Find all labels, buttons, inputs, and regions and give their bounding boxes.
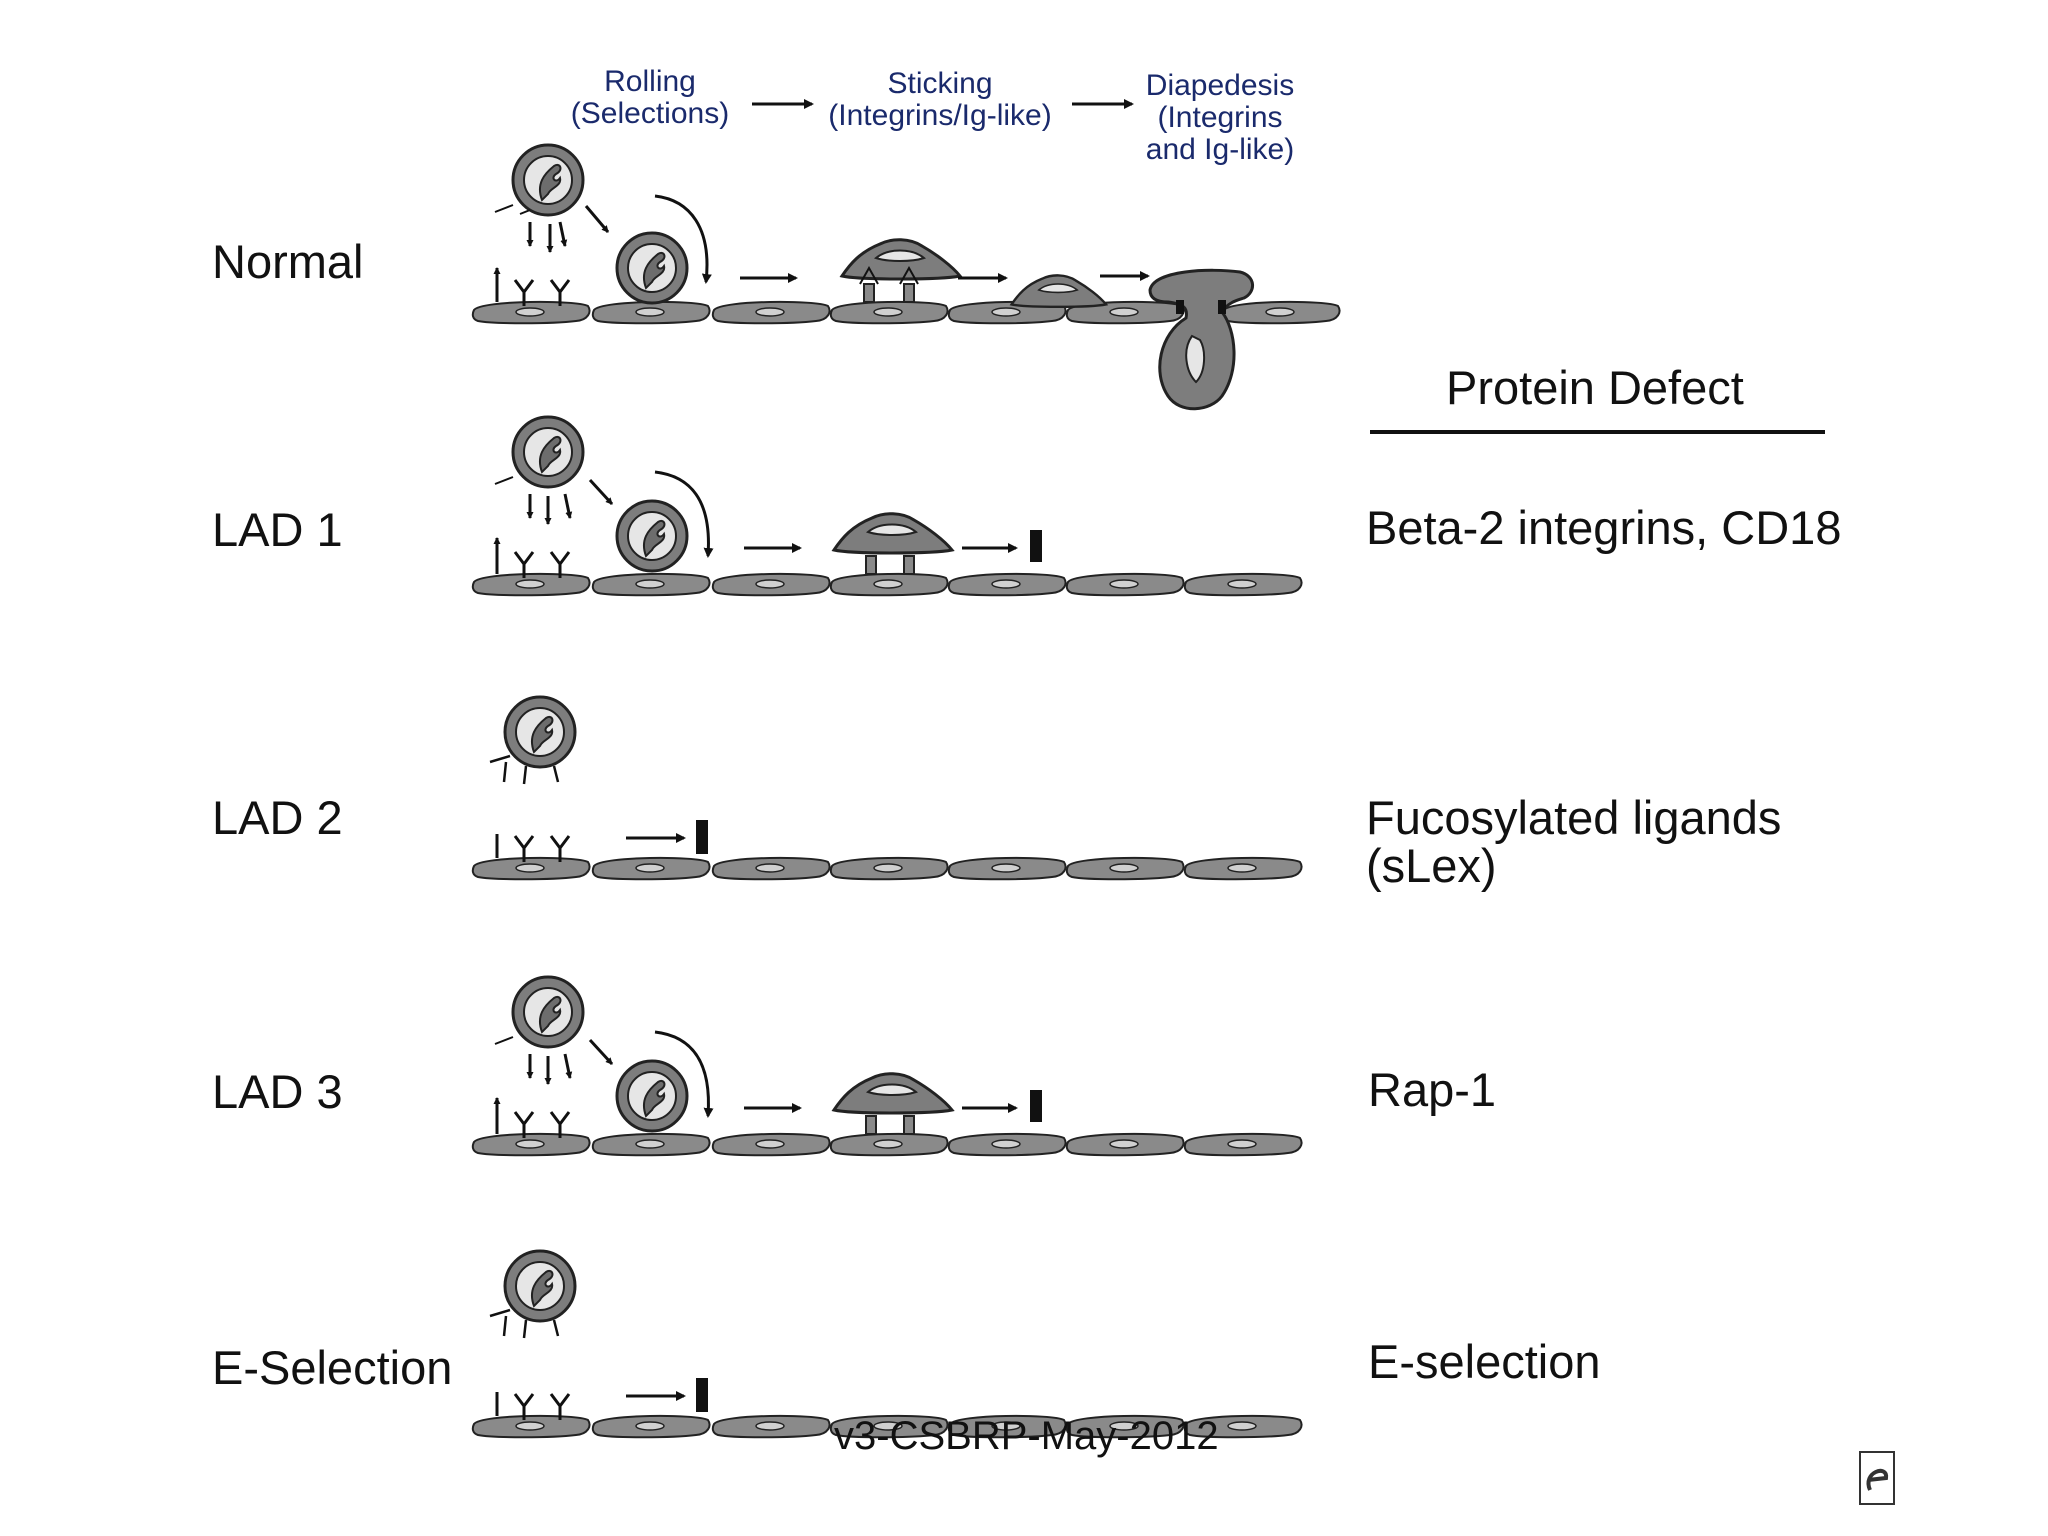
protein-defect-underline [1370,430,1825,434]
defect-lad3: Rap-1 [1368,1063,1497,1116]
stage-diapedesis-line1: Diapedesis [1145,69,1295,102]
stage-diapedesis-label: Diapedesis (Integrins and Ig-like) [1120,70,1320,166]
row-lad2-illustration [471,695,1303,881]
block-bar-eselection [696,1378,708,1412]
row-label-normal: Normal [212,235,364,288]
defect-lad2: Fucosylated ligands (sLex) [1366,794,1781,890]
defect-lad1: Beta-2 integrins, CD18 [1366,501,1842,554]
stage-diapedesis-line2: (Integrins [1157,101,1283,134]
row-label-lad2: LAD 2 [212,791,343,844]
stage-diapedesis-line3: and Ig-like) [1145,133,1295,166]
row-label-lad1: LAD 1 [212,503,343,556]
defect-lad2-line1: Fucosylated ligands [1366,791,1782,844]
block-bar-lad1 [1030,530,1042,562]
row-label-lad3: LAD 3 [212,1065,343,1118]
row-lad3-illustration [471,975,1303,1157]
row-label-eselection: E-Selection [212,1341,453,1394]
block-bar-lad2 [696,820,708,854]
row-lad1-illustration [471,415,1303,597]
defect-eselection: E-selection [1368,1335,1601,1388]
stage-sticking-label: Sticking (Integrins/Ig-like) [810,68,1070,132]
stage-rolling-label: Rolling (Selections) [560,66,740,130]
row-eselection-illustration [471,1249,1303,1439]
stage-sticking-line2: (Integrins/Ig-like) [828,99,1052,132]
block-bar-lad3 [1030,1090,1042,1122]
stage-rolling-line1: Rolling [604,65,696,98]
row-normal-illustration [471,143,1341,411]
defect-lad2-line2: (sLex) [1366,839,1497,892]
footer-version: v3-CSBRP-May-2012 [834,1414,1219,1458]
stage-rolling-line2: (Selections) [570,97,730,130]
protein-defect-header: Protein Defect [1446,361,1744,414]
stage-sticking-line1: Sticking [887,67,993,100]
e-logo-icon [1859,1451,1895,1505]
